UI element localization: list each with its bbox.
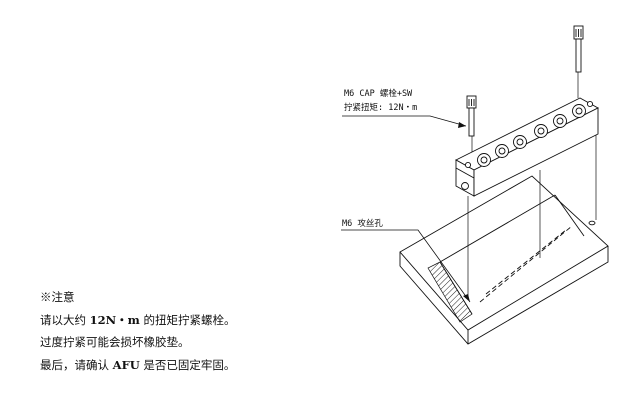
hatched-edge <box>427 261 473 323</box>
bolt-left <box>466 95 477 137</box>
alignment-lines <box>467 72 597 300</box>
notes-line-1: 请以大约 12N・m 的扭矩拧紧螺栓。 <box>40 312 236 327</box>
hole-callout-label: M6 攻丝孔 <box>342 218 383 229</box>
caution-notes: ※注意 请以大约 12N・m 的扭矩拧紧螺栓。 过度拧紧可能会损坏橡胶垫。 最后… <box>40 286 236 376</box>
notes-heading: ※注意 <box>40 290 75 304</box>
base-block <box>399 175 609 345</box>
hole-leader <box>341 229 471 303</box>
bolt-callout-label: M6 CAP 螺栓+SW <box>344 88 413 99</box>
notes-line-3: 最后，请确认 AFU 是否已固定牢固。 <box>40 357 236 372</box>
bar-holes <box>464 100 594 169</box>
bolt-right <box>573 25 584 73</box>
notes-line-2: 过度拧紧可能会损坏橡胶垫。 <box>40 335 190 349</box>
torque-value: 12N・m <box>89 312 140 327</box>
bolt-leader <box>342 115 467 128</box>
slot-diagonal <box>479 225 573 303</box>
tapped-hole-right <box>588 220 596 226</box>
torque-callout-label: 拧紧扭矩: 12N・m <box>344 102 417 113</box>
clamp-bar <box>455 97 599 197</box>
afu-label: AFU <box>112 357 140 372</box>
